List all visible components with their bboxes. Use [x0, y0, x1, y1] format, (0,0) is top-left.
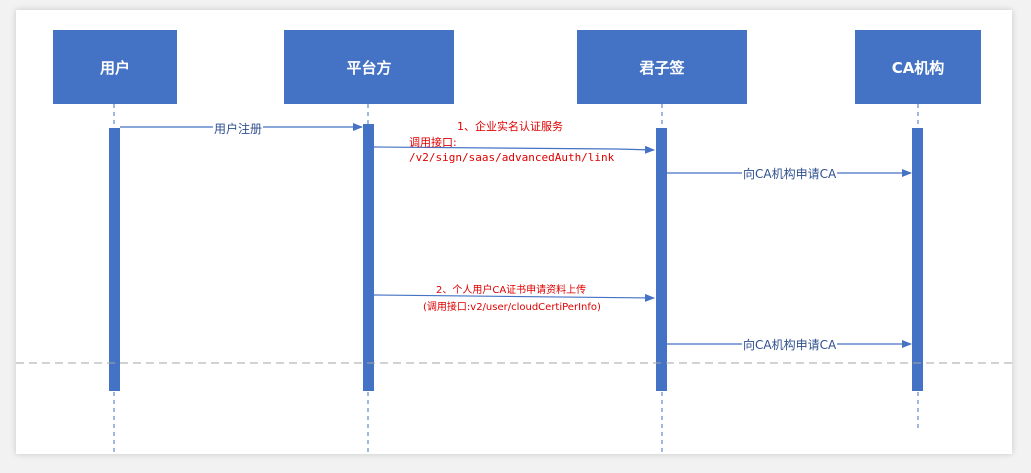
msg-user-register: 用户注册: [213, 120, 264, 137]
participant-junziqian: 君子签: [577, 30, 747, 104]
msg-step1-api-label: 调用接口:: [409, 136, 457, 149]
activation-junziqian: [656, 128, 667, 391]
participant-ca: CA机构: [855, 30, 981, 104]
arrow-step1: [373, 145, 655, 154]
activation-user: [109, 128, 120, 391]
msg-step1-title: 1、企业实名认证服务: [457, 120, 563, 133]
msg-apply-ca-1: 向CA机构申请CA: [742, 165, 838, 182]
diagram-canvas: 用户 平台方 君子签 CA机构 用户注册 1、企业实名认证服务 调用接口: /v…: [16, 10, 1012, 454]
msg-apply-ca-2: 向CA机构申请CA: [742, 336, 838, 353]
arrow-step2: [373, 293, 655, 302]
activation-ca: [912, 128, 923, 391]
msg-step2-title: 2、个人用户CA证书申请资料上传: [436, 285, 587, 296]
msg-step2-api: (调用接口:v2/user/cloudCertiPerInfo): [423, 302, 601, 313]
msg-step1-api-path: /v2/sign/saas/advancedAuth/link: [409, 151, 615, 164]
participant-platform: 平台方: [284, 30, 454, 104]
activation-platform: [363, 124, 374, 391]
participant-user: 用户: [53, 30, 177, 104]
